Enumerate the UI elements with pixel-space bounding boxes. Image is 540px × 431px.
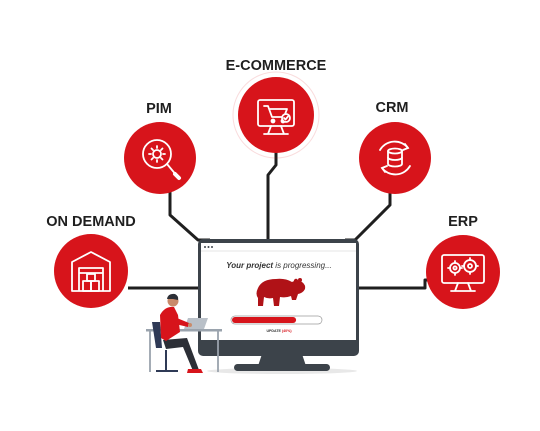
node-ecommerce [232, 71, 320, 159]
connector-crm [345, 192, 392, 242]
warehouse-icon [71, 251, 111, 292]
gear-magnifier-icon [142, 139, 181, 180]
progress-status-pct: (40%) [282, 329, 292, 333]
cart-monitor-icon [257, 99, 295, 135]
label-on-demand: ON DEMAND [46, 214, 135, 230]
connector-erp [358, 278, 438, 290]
hippo-icon [256, 278, 306, 306]
node-erp [426, 235, 500, 309]
label-ecommerce: E-COMMERCE [226, 58, 327, 74]
screen-title-bold: Your project [226, 261, 273, 270]
window-dots [204, 246, 213, 248]
progress-fill [232, 317, 297, 323]
screen-title: Your project is progressing... [226, 261, 332, 270]
node-crm [359, 122, 431, 194]
database-sync-icon [379, 140, 411, 176]
progress-status-label: UPDATE [266, 329, 281, 333]
label-pim: PIM [146, 101, 172, 117]
connector-pim [168, 190, 210, 242]
screen-title-rest: is progressing... [273, 261, 332, 270]
progress-status: UPDATE (40%) [266, 329, 292, 333]
label-crm: CRM [375, 100, 408, 116]
label-erp: ERP [448, 214, 478, 230]
connector-ecommerce [266, 151, 278, 240]
person-at-laptop [146, 293, 222, 373]
node-pim [124, 122, 196, 194]
node-on-demand [54, 234, 128, 308]
monitor: Your project is progressing... UPDATE (4… [198, 239, 359, 374]
gears-monitor-icon [441, 254, 485, 292]
